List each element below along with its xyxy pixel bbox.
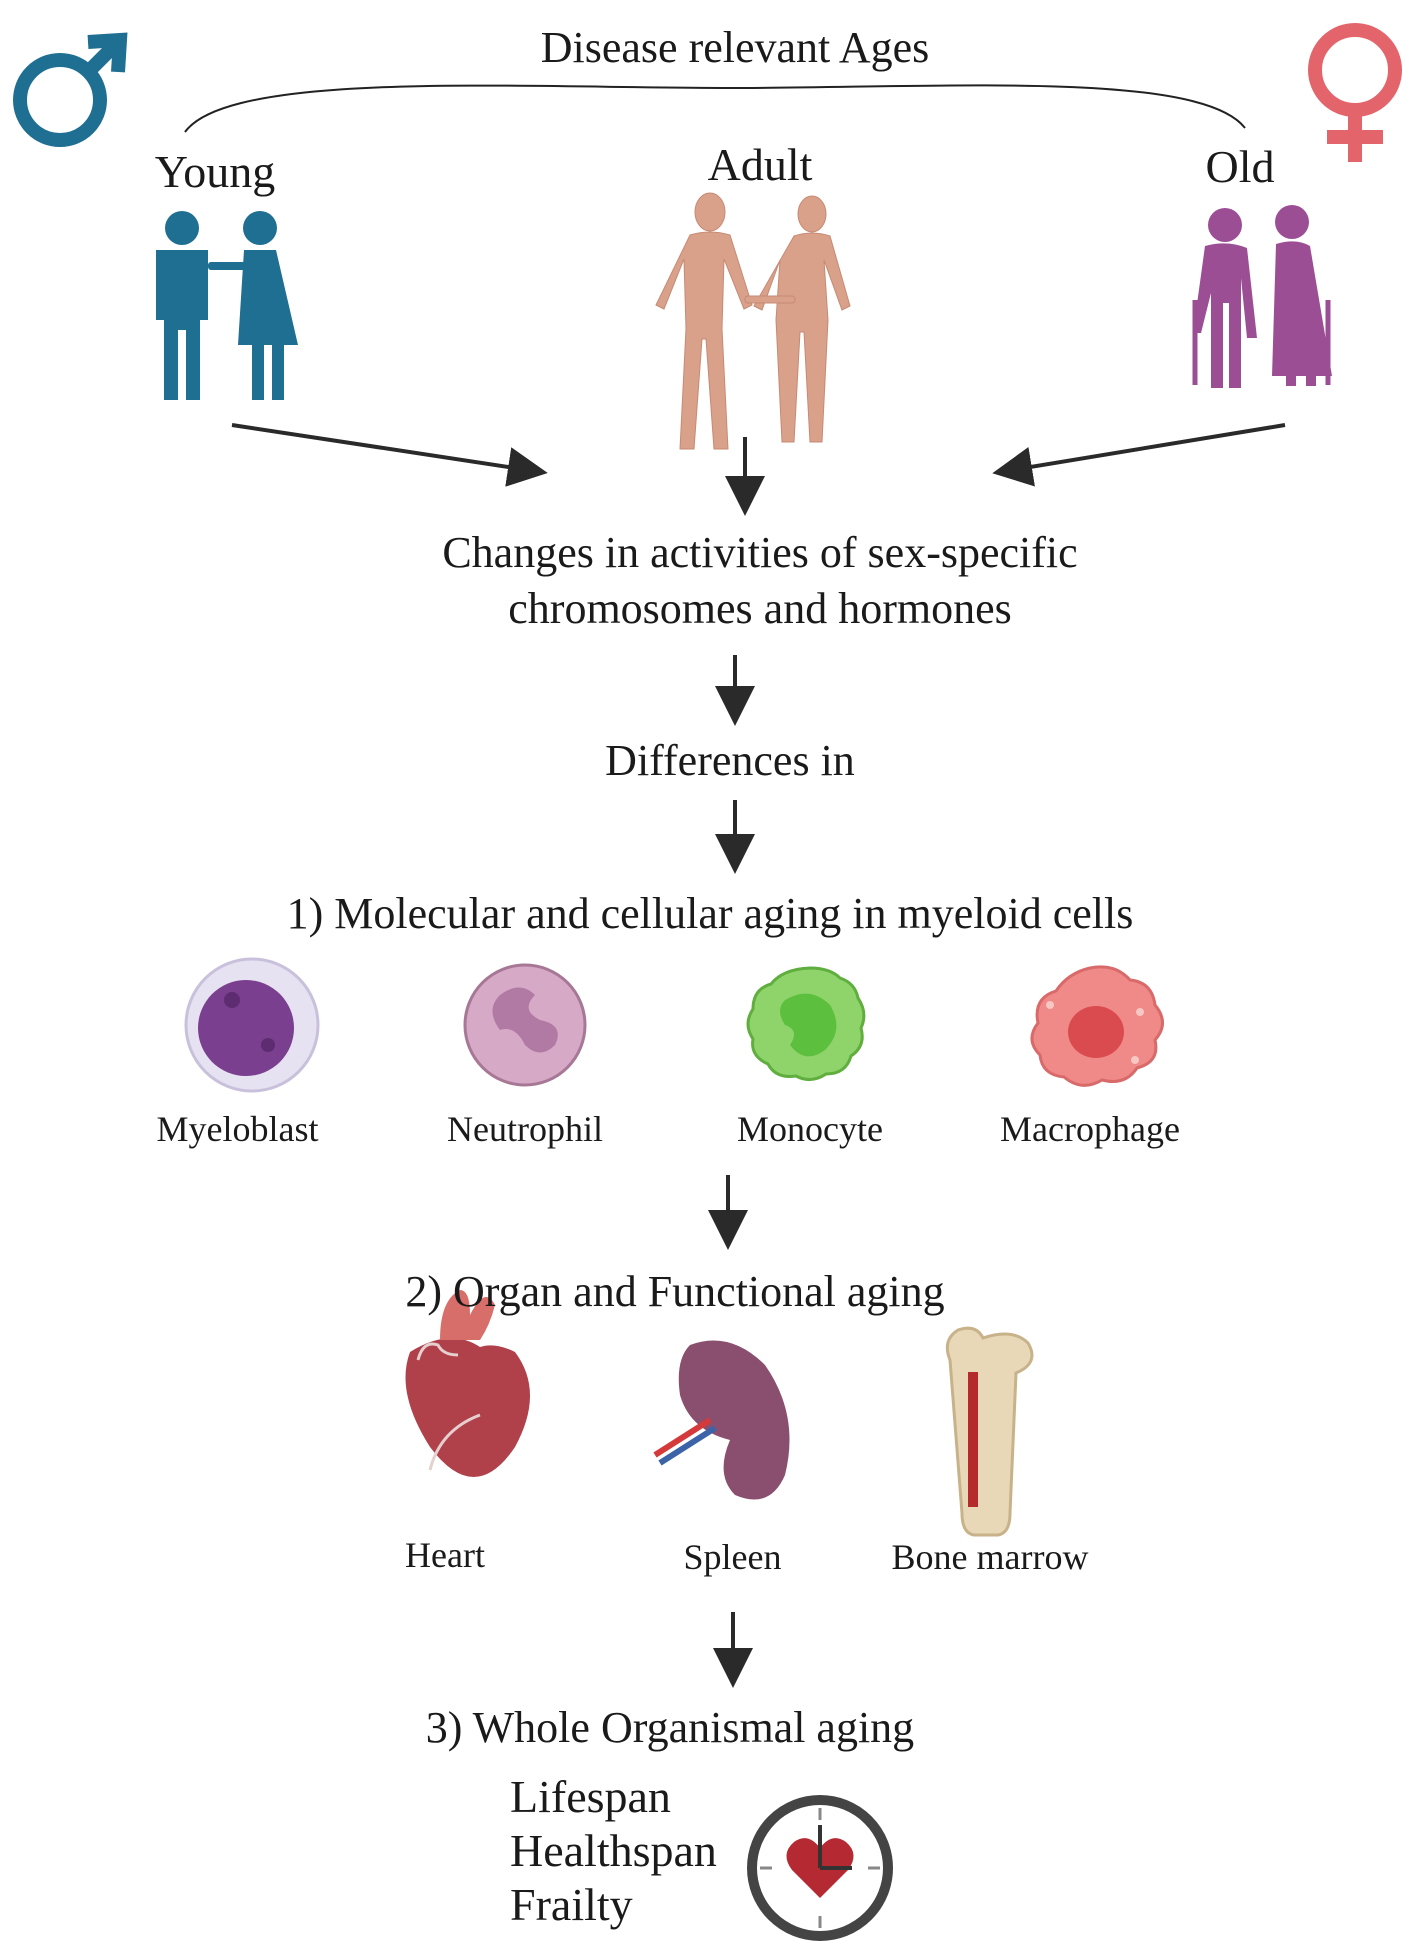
- arrow-old: [992, 423, 1286, 487]
- organ-label-bone-marrow: Bone marrow: [891, 1537, 1089, 1577]
- organ-label-heart: Heart: [405, 1535, 485, 1575]
- arrow-young: [231, 423, 548, 487]
- neutrophil-icon: [463, 963, 587, 1087]
- level3-title: 3) Whole Organismal aging: [425, 1703, 915, 1752]
- bone-icon: [945, 1326, 1034, 1537]
- cell-label-macrophage: Macrophage: [1000, 1109, 1180, 1149]
- level1-title: 1) Molecular and cellular aging in myelo…: [286, 889, 1134, 938]
- age-label-adult: Adult: [707, 139, 813, 190]
- age-bracket-line: [184, 84, 1246, 133]
- level2-title: 2) Organ and Functional aging: [405, 1267, 945, 1316]
- old-couple-icon: [1192, 205, 1332, 388]
- changes-text-line2: chromosomes and hormones: [508, 584, 1012, 633]
- organ-label-spleen: Spleen: [683, 1537, 782, 1577]
- cell-label-myeloblast: Myeloblast: [156, 1109, 319, 1149]
- cell-label-neutrophil: Neutrophil: [447, 1109, 603, 1149]
- clock-heart-icon: [747, 1795, 893, 1941]
- young-couple-icon: [156, 211, 298, 400]
- female-symbol-icon: [1308, 23, 1402, 162]
- cell-label-monocyte: Monocyte: [737, 1109, 883, 1149]
- differences-text: Differences in: [605, 736, 855, 785]
- age-label-old: Old: [1205, 141, 1275, 192]
- monocyte-icon: [746, 966, 866, 1081]
- outcome-frailty: Frailty: [510, 1879, 633, 1930]
- outcome-healthspan: Healthspan: [510, 1825, 717, 1876]
- diagram-title: Disease relevant Ages: [540, 23, 930, 72]
- heart-organ-icon: [405, 1290, 530, 1477]
- outcome-lifespan: Lifespan: [510, 1771, 671, 1822]
- macrophage-icon: [1030, 965, 1164, 1087]
- spleen-icon: [653, 1340, 790, 1500]
- myeloblast-icon: [184, 957, 320, 1093]
- age-label-young: Young: [154, 146, 276, 197]
- adult-couple-icon: [655, 192, 851, 450]
- changes-text-line1: Changes in activities of sex-specific: [442, 528, 1078, 577]
- male-symbol-icon: [13, 32, 128, 147]
